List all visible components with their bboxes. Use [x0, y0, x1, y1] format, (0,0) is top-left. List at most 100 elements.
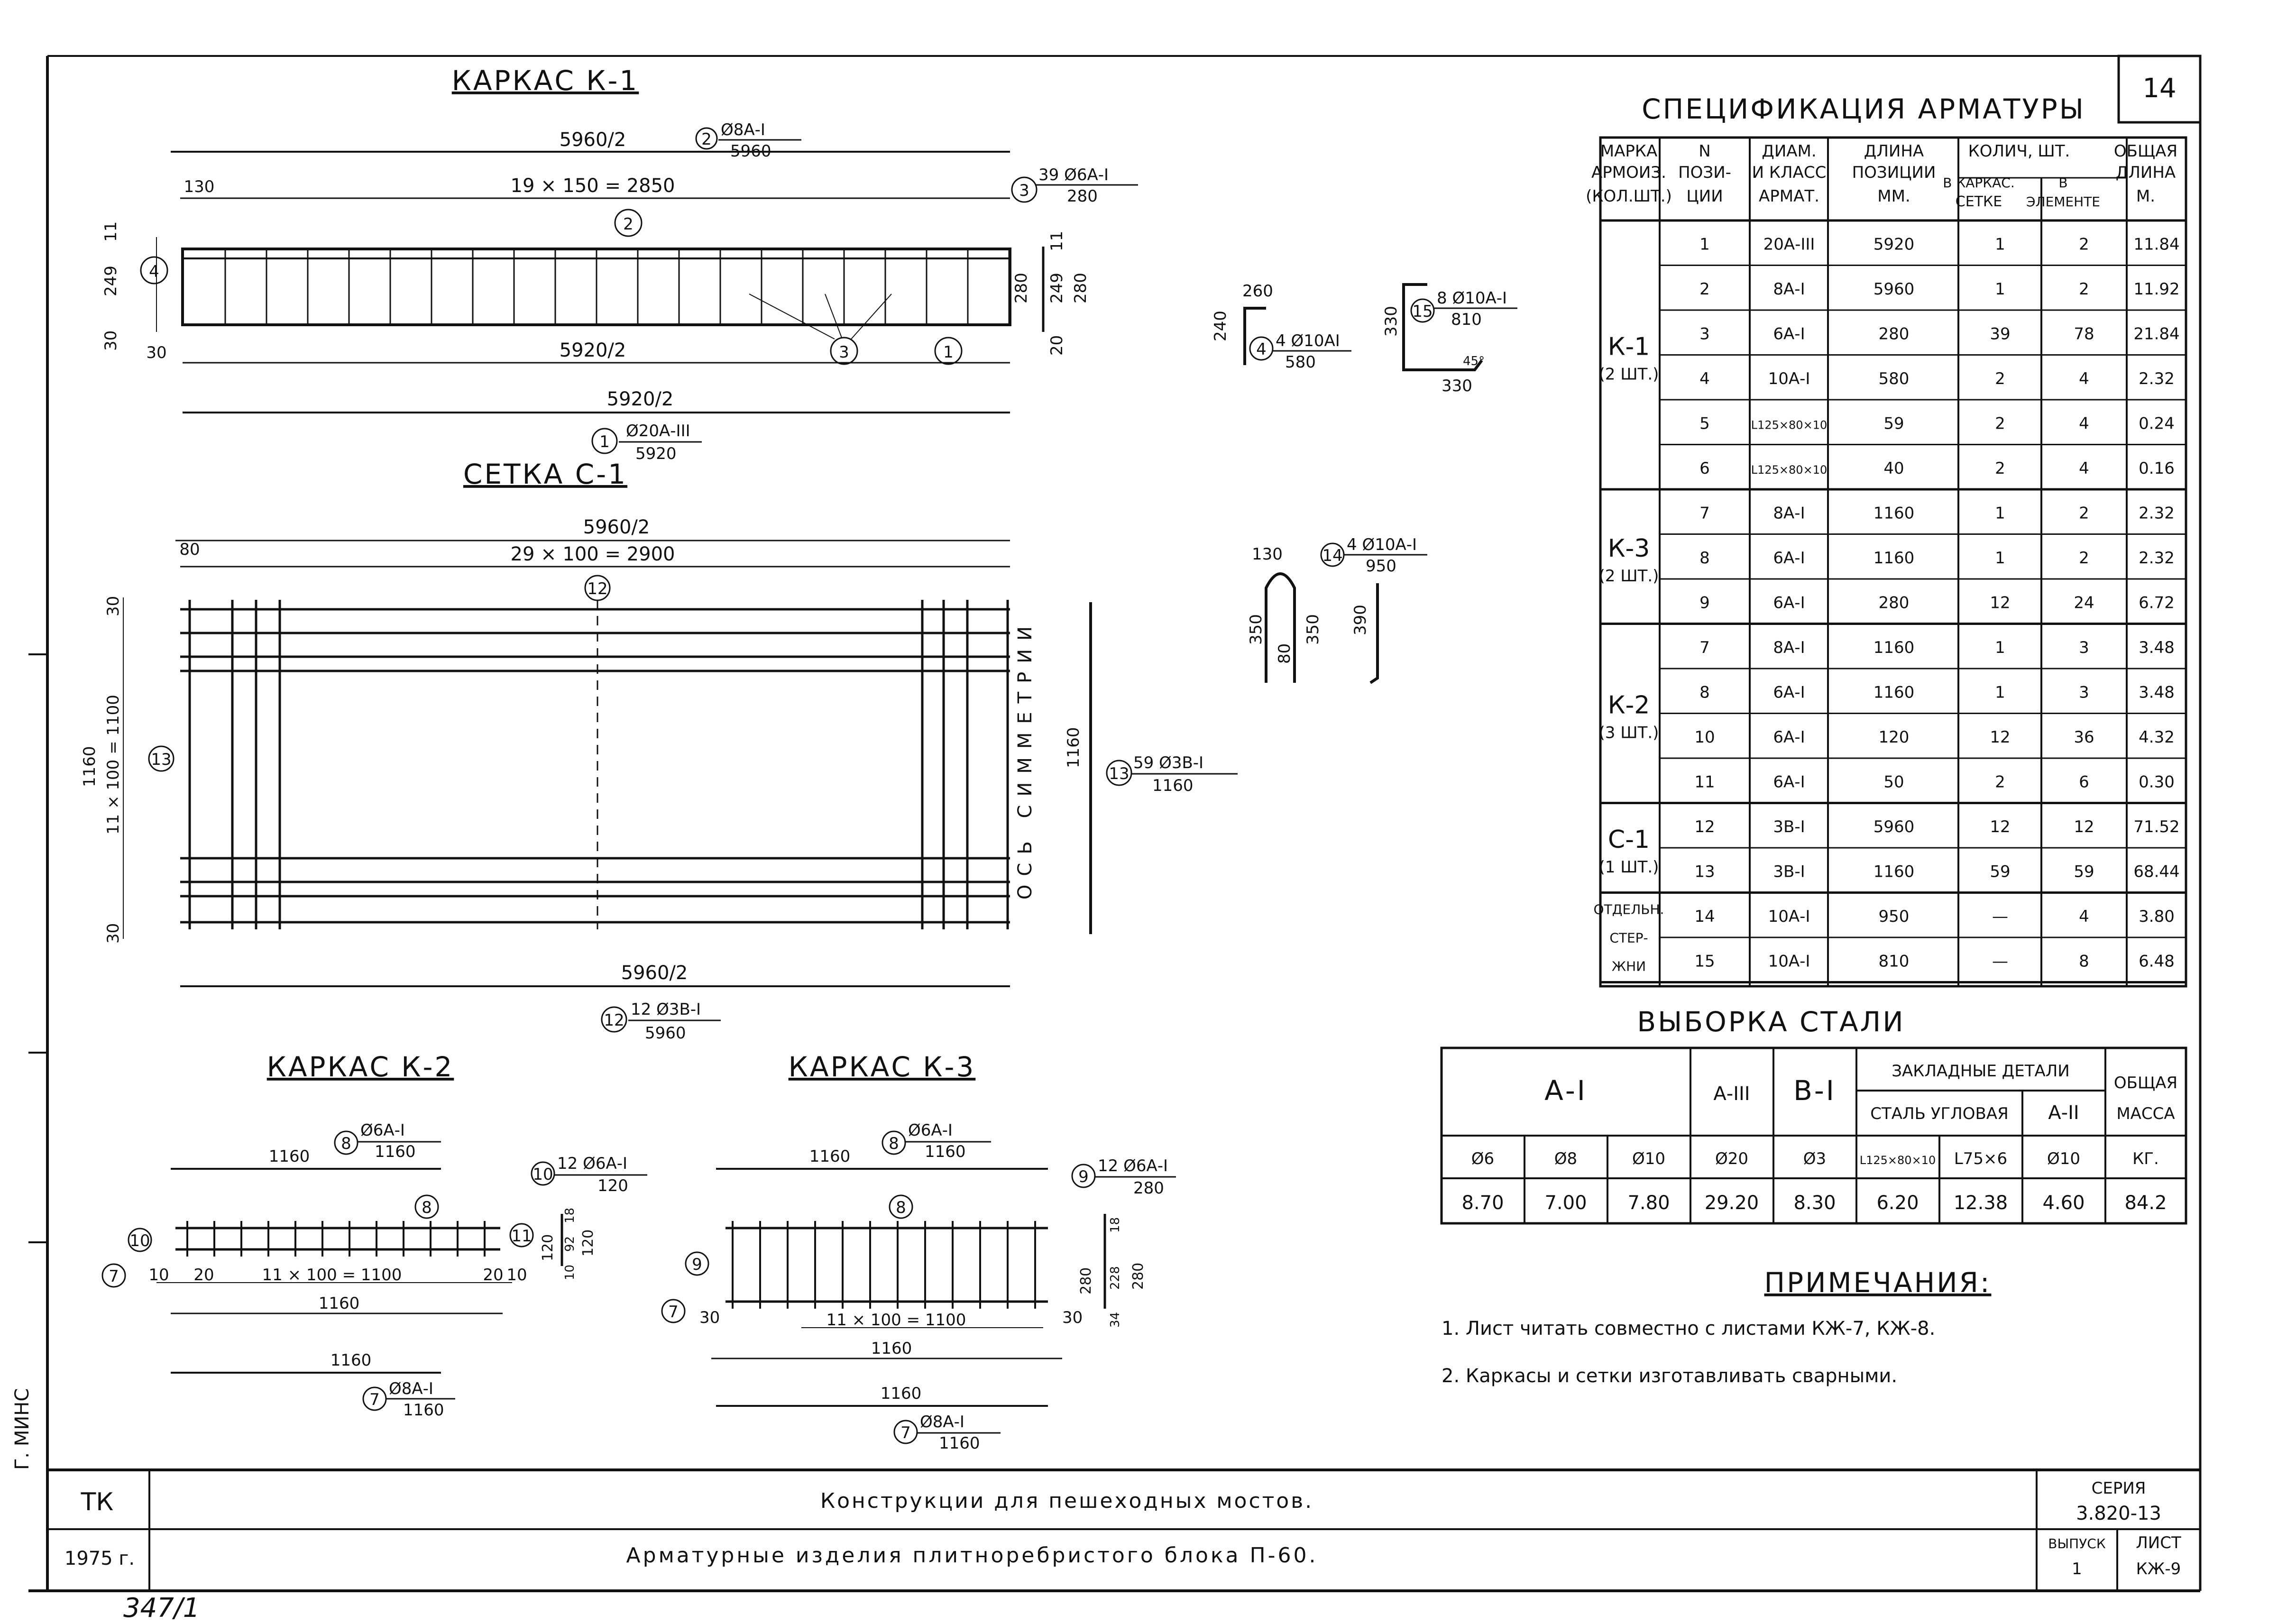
steel-subheader: Ø8 — [1554, 1149, 1577, 1168]
svg-text:КОЛИЧ, ШТ.: КОЛИЧ, ШТ. — [1968, 142, 2070, 161]
spec-cell: 2 — [1995, 772, 2005, 791]
k1-bar1-pos: 1 — [599, 432, 610, 451]
k2-bar10-spec: 12 Ø6А-I — [557, 1154, 627, 1173]
spec-cell: 3 — [2079, 683, 2089, 702]
spec-group-mark: СТЕР- — [1609, 930, 1648, 946]
spec-cell: 8А-I — [1773, 638, 1805, 657]
steel-subheader: КГ. — [2132, 1149, 2159, 1168]
spec-cell: 8А-I — [1773, 504, 1805, 523]
k3-dim-hb: 228 — [1108, 1266, 1122, 1290]
b14-spec: 4 Ø10А-I — [1347, 535, 1417, 554]
steel-subheader: L75×6 — [1954, 1149, 2007, 1168]
frame-k3-drawing: КАРКАС К-3 1160 8 Ø6А-I 1160 8 9 7 30 30… — [661, 1051, 1176, 1453]
svg-text:В КАРКАС.: В КАРКАС. — [1943, 175, 2015, 191]
spec-cell: 1 — [1995, 504, 2005, 523]
svg-text:ОБЩАЯ: ОБЩАЯ — [2114, 142, 2177, 161]
sheet-number-box: 14 — [2117, 55, 2202, 124]
c1-dim-hbot: 30 — [104, 923, 123, 944]
svg-text:МАССА: МАССА — [2116, 1104, 2175, 1123]
spec-cell: 3 — [2079, 638, 2089, 657]
k2-dim-hc: 18 — [563, 1208, 577, 1223]
tb-line2: Арматурные изделия плитноребристого блок… — [626, 1543, 1318, 1568]
spec-cell: 3 — [1699, 324, 1710, 343]
b15-len: 810 — [1451, 310, 1482, 329]
steel-subheader: Ø3 — [1803, 1149, 1826, 1168]
steel-value: 7.00 — [1544, 1192, 1587, 1214]
b15-d2: 330 — [1442, 376, 1472, 395]
spec-cell: 0.30 — [2139, 772, 2175, 791]
k1-dim-hr: 280 — [1012, 273, 1031, 303]
spec-cell: 1 — [1995, 280, 2005, 299]
spec-cell: 4 — [2079, 414, 2089, 433]
k2-pos7: 7 — [109, 1267, 119, 1286]
k2-bar7-len: 1160 — [403, 1401, 444, 1420]
spec-cell: 6.72 — [2139, 593, 2175, 612]
b15-d1: 330 — [1382, 306, 1401, 337]
spec-grid — [1600, 138, 2186, 986]
k3-stirrups — [732, 1221, 1036, 1309]
k3-bar8-spec: Ø6А-I — [908, 1121, 953, 1140]
spec-cell: L125×80×10 — [1751, 463, 1827, 477]
spec-group-count: (1 ШТ.) — [1599, 858, 1659, 877]
steel-value: 4.60 — [2042, 1192, 2085, 1214]
steel-subheader: Ø20 — [1715, 1149, 1748, 1168]
steel-value: 7.80 — [1627, 1192, 1670, 1214]
k2-dim-spacing: 11 × 100 = 1100 — [262, 1266, 402, 1285]
k3-dim-bot: 1160 — [881, 1384, 922, 1403]
k1-dim-hrb: 20 — [1047, 335, 1066, 356]
svg-text:ДЛИНА: ДЛИНА — [1864, 142, 1924, 161]
k2-bar10-pos: 10 — [533, 1165, 553, 1184]
spec-group-mark: К-1 — [1608, 333, 1650, 361]
c1-bar13-len: 1160 — [1152, 776, 1194, 795]
spec-cell: 950 — [1879, 907, 1910, 926]
steel-value: 8.70 — [1461, 1192, 1504, 1214]
spec-cell: 20А-III — [1763, 235, 1815, 254]
spec-cell: 6А-I — [1773, 593, 1805, 612]
spec-table: СПЕЦИФИКАЦИЯ АРМАТУРЫ МАРКА АРМОИЗ. (КОЛ… — [1586, 93, 2187, 988]
k2-dim-hd: 120 — [580, 1229, 597, 1257]
svg-text:ПОЗИЦИИ: ПОЗИЦИИ — [1852, 163, 1936, 182]
svg-text:N: N — [1699, 142, 1710, 161]
k1-dim-left: 130 — [184, 177, 215, 196]
k1-dim-hro: 280 — [1071, 273, 1090, 303]
spec-cell: 4.32 — [2139, 728, 2175, 747]
svg-text:АРМАТ.: АРМАТ. — [1759, 187, 1819, 206]
spec-cell: 10 — [1694, 728, 1715, 747]
tb-series-value: 3.820-13 — [2076, 1503, 2161, 1524]
k3-dim-spacing: 11 × 100 = 1100 — [827, 1311, 966, 1330]
steel-value: 8.30 — [1793, 1192, 1836, 1214]
note-2: 2. Каркасы и сетки изготавливать сварным… — [1442, 1365, 1897, 1387]
k2-dim-h: 120 — [540, 1234, 556, 1261]
svg-text:МАРКА: МАРКА — [1600, 142, 1658, 161]
spec-cell: 6А-I — [1773, 772, 1805, 791]
k1-dim-hrt: 11 — [1047, 231, 1066, 251]
spec-cell: 4 — [2079, 369, 2089, 388]
svg-text:А-I: А-I — [1544, 1074, 1587, 1107]
k3-pos8: 8 — [896, 1198, 906, 1217]
k1-bar1-len: 5920 — [635, 444, 677, 463]
c1-grid — [180, 600, 1010, 929]
c1-dim-hspacing: 11 × 100 = 1100 — [104, 695, 123, 835]
spec-group-mark: К-2 — [1608, 691, 1650, 720]
spec-cell: 280 — [1879, 593, 1910, 612]
svg-text:ЗАКЛАДНЫЕ ДЕТАЛИ: ЗАКЛАДНЫЕ ДЕТАЛИ — [1892, 1062, 2070, 1081]
title-block: ТК 1975 г. Конструкции для пешеходных мо… — [47, 1468, 2200, 1591]
k3-pos7: 7 — [668, 1303, 679, 1321]
spec-cell: 2.32 — [2139, 369, 2175, 388]
k3-pos9: 9 — [692, 1255, 702, 1274]
k3-bar8-len: 1160 — [925, 1142, 966, 1161]
spec-cell: 12 — [1694, 817, 1715, 836]
k1-bar2-pos: 2 — [701, 130, 712, 149]
b4-spec: 4 Ø10АI — [1276, 331, 1340, 350]
b14-pos: 14 — [1322, 546, 1342, 565]
k2-dim-gapr: 10 — [506, 1266, 527, 1285]
steel-value: 29.20 — [1705, 1192, 1759, 1214]
spec-cell: 4 — [2079, 459, 2089, 478]
spec-cell: 2 — [1995, 414, 2005, 433]
c1-dim-top: 5960/2 — [583, 516, 650, 538]
notes-title: ПРИМЕЧАНИЯ: — [1764, 1266, 1992, 1299]
spec-cell: 3В-I — [1773, 862, 1805, 881]
k2-dim-top: 1160 — [269, 1147, 310, 1166]
spec-cell: 14 — [1694, 907, 1715, 926]
